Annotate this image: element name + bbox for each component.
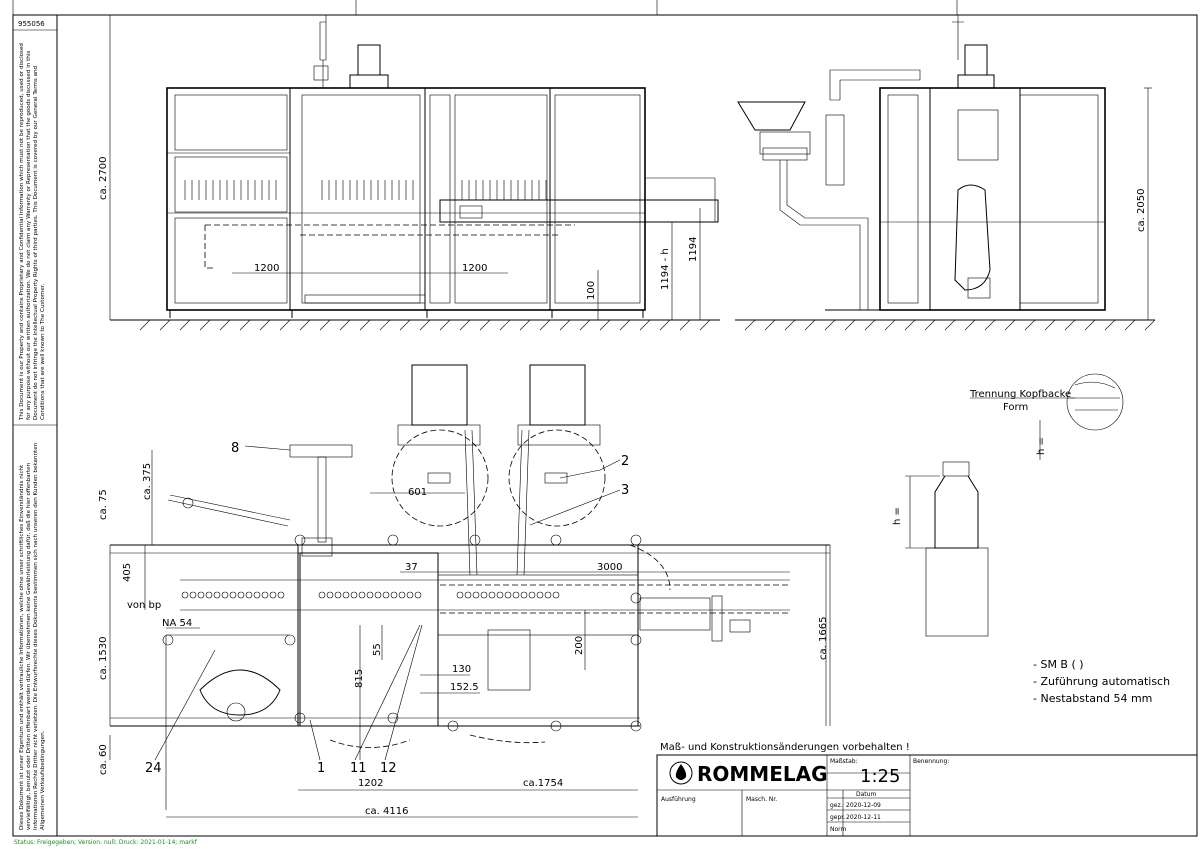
callout-8: 8 — [231, 441, 239, 456]
dim-1754: ca.1754 — [523, 778, 563, 789]
plan-bottle-row-left — [181, 591, 285, 599]
note-sm-b: - SM B ( ) — [1033, 658, 1084, 671]
drawing-frame — [12, 14, 1198, 837]
dim-200: 200 — [574, 636, 585, 655]
nozzle-row-3 — [461, 180, 547, 200]
dim-1202: 1202 — [358, 778, 383, 789]
dim-375: ca. 375 — [142, 463, 153, 500]
dim-height-2700: ca. 2700 — [98, 157, 109, 200]
note-nestabstand: - Nestabstand 54 mm — [1033, 692, 1152, 705]
ground-hatch-front — [139, 319, 711, 331]
side-elevation-view: ca. 2050 — [735, 15, 1156, 331]
plan-bottle-row-middle — [318, 591, 422, 599]
scale-label: Maßstab: — [830, 758, 858, 765]
dim-1530: ca. 1530 — [98, 637, 109, 680]
dim-75: ca. 75 — [98, 489, 109, 520]
front-elevation-view: ca. 2700 1200 1200 1194 - h 1194 100 — [98, 14, 720, 331]
dim-405: 405 — [122, 563, 133, 582]
drawing-number: 955056 — [18, 20, 45, 28]
dim-1194-minus-h: 1194 - h — [660, 248, 671, 290]
bottle-sketch: h = — [892, 461, 989, 637]
company-name: ROMMELAG — [697, 762, 828, 786]
rommelag-logo-icon — [669, 761, 693, 785]
legal-text-german: Dieses Dokument ist unser Eigentum und e… — [19, 442, 46, 830]
detail-form-label: Form — [1003, 402, 1028, 413]
dim-1665: ca. 1665 — [818, 617, 829, 660]
ground-hatch-side — [744, 319, 1156, 331]
dim-width-1200-b: 1200 — [462, 263, 487, 274]
title-block: ROMMELAG Maßstab: 1:25 Benennung: Datum … — [656, 754, 1198, 837]
dim-601: 601 — [408, 487, 427, 498]
gez-date: 2020-12-09 — [846, 802, 881, 809]
gez-label: gez. — [830, 802, 843, 809]
ausfuehrung-label: Ausführung — [661, 796, 696, 803]
detail-head-separation: Trennung Kopfbacke Form h = — [969, 373, 1124, 460]
callout-2: 2 — [621, 454, 629, 469]
scale-value: 1:25 — [860, 766, 900, 787]
nozzle-row-1 — [184, 180, 277, 200]
dim-4116: ca. 4116 — [365, 806, 408, 817]
callout-24: 24 — [145, 761, 162, 776]
designation-label: Benennung: — [913, 758, 949, 765]
legal-text-english: This Document is our Property and contai… — [19, 43, 46, 420]
detail-trennung-label: Trennung Kopfbacke — [969, 389, 1071, 400]
note-zufuehrung: - Zuführung automatisch — [1033, 675, 1170, 688]
dim-130: 130 — [452, 664, 471, 675]
nozzle-row-2 — [321, 180, 414, 200]
masch-nr-label: Masch. Nr. — [746, 796, 777, 803]
plan-view: ca. 375 ca. 75 405 ca. 1530 ca. 60 601 3… — [98, 364, 831, 818]
revision-note: Maß- und Konstruktionsänderungen vorbeha… — [660, 742, 910, 753]
operator-symbol — [199, 669, 281, 716]
dim-815: 815 — [354, 669, 365, 688]
dim-100: 100 — [586, 281, 597, 300]
bottle-h-eq: h = — [892, 507, 903, 525]
gepr-date: 2020-12-11 — [846, 814, 881, 821]
dim-3000: 3000 — [597, 562, 622, 573]
na-54-label: NA 54 — [162, 618, 192, 629]
von-bp-label: von bp — [127, 600, 161, 611]
plan-bottle-row-right — [456, 591, 560, 599]
norm-label: Norm — [830, 826, 847, 833]
dim-60: ca. 60 — [98, 744, 109, 775]
callout-3: 3 — [621, 483, 629, 498]
callout-11: 11 — [350, 761, 367, 776]
dim-37: 37 — [405, 562, 418, 573]
plan-posts — [162, 497, 642, 732]
dim-height-2050: ca. 2050 — [1136, 189, 1147, 232]
dim-1194: 1194 — [688, 237, 699, 262]
gepr-label: gepr. — [830, 814, 845, 821]
callout-1: 1 — [317, 761, 325, 776]
status-line: Status: Freigegeben; Version: null; Druc… — [14, 839, 197, 846]
detail-h-eq: h = — [1036, 437, 1047, 455]
date-header: Datum — [856, 791, 876, 798]
callout-12: 12 — [380, 761, 397, 776]
dim-55: 55 — [372, 643, 383, 656]
dim-width-1200-a: 1200 — [254, 263, 279, 274]
dim-152-5: 152.5 — [450, 682, 479, 693]
